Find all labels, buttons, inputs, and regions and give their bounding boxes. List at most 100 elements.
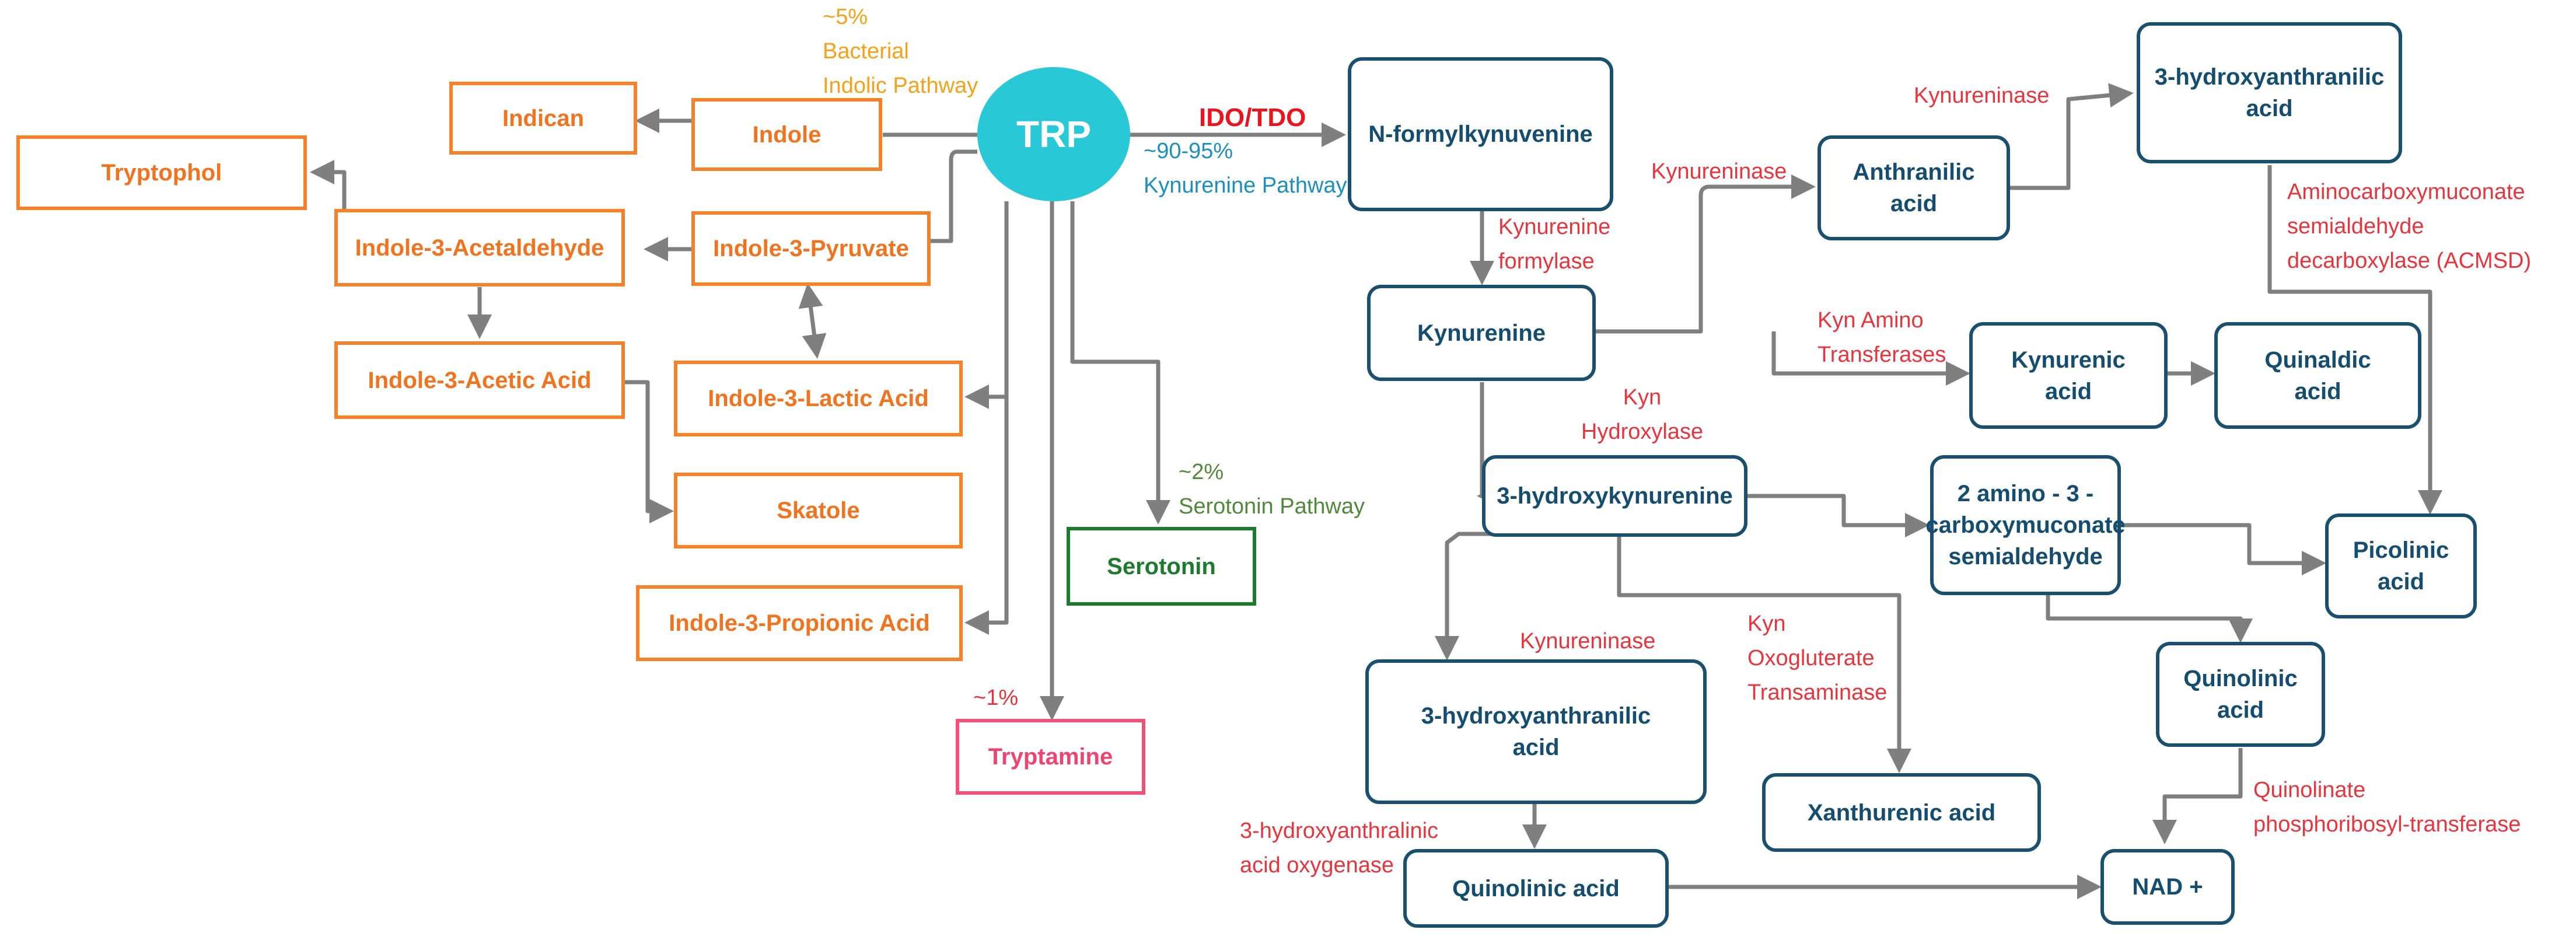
arrow-kyn-anthranilic bbox=[1596, 174, 1816, 334]
kyn-hydroxylase-line-1: Kyn bbox=[1623, 385, 1662, 410]
trp-label: TRP bbox=[1016, 113, 1091, 155]
kynurenine-label: Kynurenine bbox=[1417, 320, 1546, 346]
kynurenine-pathway-name: Kynurenine Pathway bbox=[1144, 173, 1347, 198]
indican-label: Indican bbox=[502, 105, 585, 131]
tryptophol-label: Tryptophol bbox=[101, 160, 222, 186]
anthranilic-acid-line-1: Anthranilic bbox=[1853, 159, 1975, 185]
arrow-trp-pyruvate bbox=[931, 149, 977, 243]
indolic-pathway-word: Indolic Pathway bbox=[823, 73, 978, 98]
kyn-amino-line-1: Kyn Amino bbox=[1817, 308, 1924, 333]
kynurenine-node[interactable]: Kynurenine bbox=[1367, 285, 1596, 381]
tryptamine-node[interactable]: Tryptamine bbox=[956, 719, 1145, 795]
arrow-3hk-amino bbox=[1747, 494, 1930, 537]
picolinic-acid-line-1: Picolinic bbox=[2353, 537, 2449, 563]
indole-3-lactic-acid-label: Indole-3-Lactic Acid bbox=[708, 386, 929, 411]
xanthurenic-acid-label: Xanthurenic acid bbox=[1807, 799, 1996, 826]
ido-tdo-text: IDO/TDO bbox=[1199, 103, 1306, 132]
tryptophol-node[interactable]: Tryptophol bbox=[16, 135, 307, 210]
indole-3-lactic-acid-node[interactable]: Indole-3-Lactic Acid bbox=[674, 361, 963, 436]
kyn-hydroxylase-label: Kyn Hydroxylase bbox=[1581, 380, 1703, 449]
anthranilic-acid-label: Anthranilic acid bbox=[1853, 156, 1975, 219]
indole-label: Indole bbox=[752, 121, 822, 148]
serotonin-label: Serotonin bbox=[1107, 553, 1216, 579]
amino-carboxymuconate-label: 2 amino - 3 - carboxymuconate semialdehyde bbox=[1925, 478, 2125, 572]
quinaldic-acid-line-1: Quinaldic bbox=[2264, 347, 2371, 373]
arrow-pyruvate-lactic bbox=[798, 283, 827, 359]
skatole-node[interactable]: Skatole bbox=[674, 473, 963, 548]
xanthurenic-acid-node[interactable]: Xanthurenic acid bbox=[1762, 773, 2041, 852]
amino-line-2: carboxymuconate bbox=[1925, 512, 2126, 538]
kyn-oxo-line-3: Transaminase bbox=[1747, 680, 1888, 705]
kyn-amino-line-2: Transferases bbox=[1817, 342, 1946, 367]
quinolinic-acid-bottom-node[interactable]: Quinolinic acid bbox=[1403, 849, 1669, 928]
serotonin-pathway-pct: ~2% bbox=[1179, 460, 1224, 484]
serotonin-node[interactable]: Serotonin bbox=[1067, 527, 1256, 606]
indican-node[interactable]: Indican bbox=[449, 82, 637, 155]
arrow-trp-lactic bbox=[964, 201, 1009, 409]
kyn-hydroxylase-line-2: Hydroxylase bbox=[1581, 419, 1704, 444]
kyn-oxo-line-2: Oxogluterate bbox=[1747, 645, 1875, 670]
tryptamine-label: Tryptamine bbox=[988, 744, 1113, 770]
kynureninase-label-3: Kynureninase bbox=[1520, 624, 1655, 659]
serotonin-pathway-name: Serotonin Pathway bbox=[1179, 494, 1365, 519]
3-ha-bottom-line-1: 3-hydroxyanthranilic bbox=[1421, 703, 1651, 729]
kynurenine-pathway-label: ~90-95% Kynurenine Pathway bbox=[1144, 134, 1347, 203]
amino-line-3: semialdehyde bbox=[1948, 544, 2103, 569]
indole-3-propionic-acid-node[interactable]: Indole-3-Propionic Acid bbox=[636, 585, 963, 661]
acmsd-line-2: semialdehyde bbox=[2287, 214, 2424, 239]
hydroxyanthralinic-acid-oxygenase-label: 3-hydroxyanthralinic acid oxygenase bbox=[1240, 814, 1438, 883]
quinolinic-right-line-2: acid bbox=[2217, 697, 2264, 723]
arrow-amino-picolinic bbox=[2121, 523, 2326, 575]
amino-carboxymuconate-semialdehyde-node[interactable]: 2 amino - 3 - carboxymuconate semialdehyde bbox=[1925, 455, 2126, 595]
arrow-quinolinic-right-nad bbox=[2152, 748, 2243, 844]
arrow-acetic-skatole bbox=[624, 380, 674, 523]
amino-line-1: 2 amino - 3 - bbox=[1957, 481, 2094, 506]
3-ha-top-line-1: 3-hydroxyanthranilic bbox=[2154, 64, 2385, 90]
arrow-amino-quinolinic bbox=[2046, 595, 2253, 643]
anthranilic-acid-node[interactable]: Anthranilic acid bbox=[1817, 135, 2010, 240]
n-formylkynuvenine-node[interactable]: N-formylkynuvenine bbox=[1348, 57, 1613, 211]
kynurenic-acid-line-1: Kynurenic bbox=[2011, 347, 2126, 373]
3-hydroxykynurenine-node[interactable]: 3-hydroxykynurenine bbox=[1482, 455, 1747, 537]
indole-3-acetaldehyde-label: Indole-3-Acetaldehyde bbox=[355, 235, 604, 261]
arrow-acetaldehyde-tryptophol bbox=[310, 160, 347, 209]
arrow-trp-propionic bbox=[964, 327, 1009, 635]
trp-node[interactable]: TRP bbox=[977, 67, 1130, 201]
indole-3-pyruvate-node[interactable]: Indole-3-Pyruvate bbox=[691, 211, 931, 286]
arrow-3ha-picolinic bbox=[2267, 165, 2442, 515]
picolinic-acid-node[interactable]: Picolinic acid bbox=[2325, 513, 2477, 618]
n-formylkynuvenine-label: N-formylkynuvenine bbox=[1368, 121, 1593, 147]
kynureninase-2-text: Kynureninase bbox=[1914, 83, 2050, 108]
arrow-3hk-xanthurenic bbox=[1617, 534, 1911, 773]
arrow-kyn-kynurenic bbox=[1771, 331, 1970, 386]
nad-node[interactable]: NAD + bbox=[2100, 849, 2235, 925]
arrow-3hk-3ha-bottom bbox=[1435, 532, 1502, 661]
indole-3-acetaldehyde-node[interactable]: Indole-3-Acetaldehyde bbox=[334, 209, 625, 286]
serotonin-pathway-label: ~2% Serotonin Pathway bbox=[1179, 455, 1365, 524]
picolinic-acid-label: Picolinic acid bbox=[2353, 534, 2449, 597]
anthranilic-acid-line-2: acid bbox=[1890, 191, 1938, 216]
quinolinic-acid-right-node[interactable]: Quinolinic acid bbox=[2156, 642, 2325, 747]
kynurenine-pathway-pct: ~90-95% bbox=[1144, 139, 1233, 163]
picolinic-acid-line-2: acid bbox=[2377, 569, 2425, 595]
indole-node[interactable]: Indole bbox=[691, 98, 882, 171]
tryptamine-pct-text: ~1% bbox=[973, 686, 1019, 710]
tryptamine-pct-label: ~1% bbox=[973, 681, 1018, 715]
acmsd-line-1: Aminocarboxymuconate bbox=[2287, 180, 2525, 204]
nad-label: NAD + bbox=[2132, 874, 2203, 900]
quinolinic-right-line-1: Quinolinic bbox=[2183, 666, 2298, 691]
arrow-trp-serotonin bbox=[1070, 201, 1170, 525]
skatole-label: Skatole bbox=[777, 498, 860, 523]
kyn-oxo-line-1: Kyn bbox=[1747, 611, 1786, 636]
indole-3-acetic-acid-node[interactable]: Indole-3-Acetic Acid bbox=[334, 341, 625, 419]
ido-tdo-label: IDO/TDO bbox=[1199, 98, 1306, 138]
kynureninase-3-text: Kynureninase bbox=[1520, 629, 1656, 654]
